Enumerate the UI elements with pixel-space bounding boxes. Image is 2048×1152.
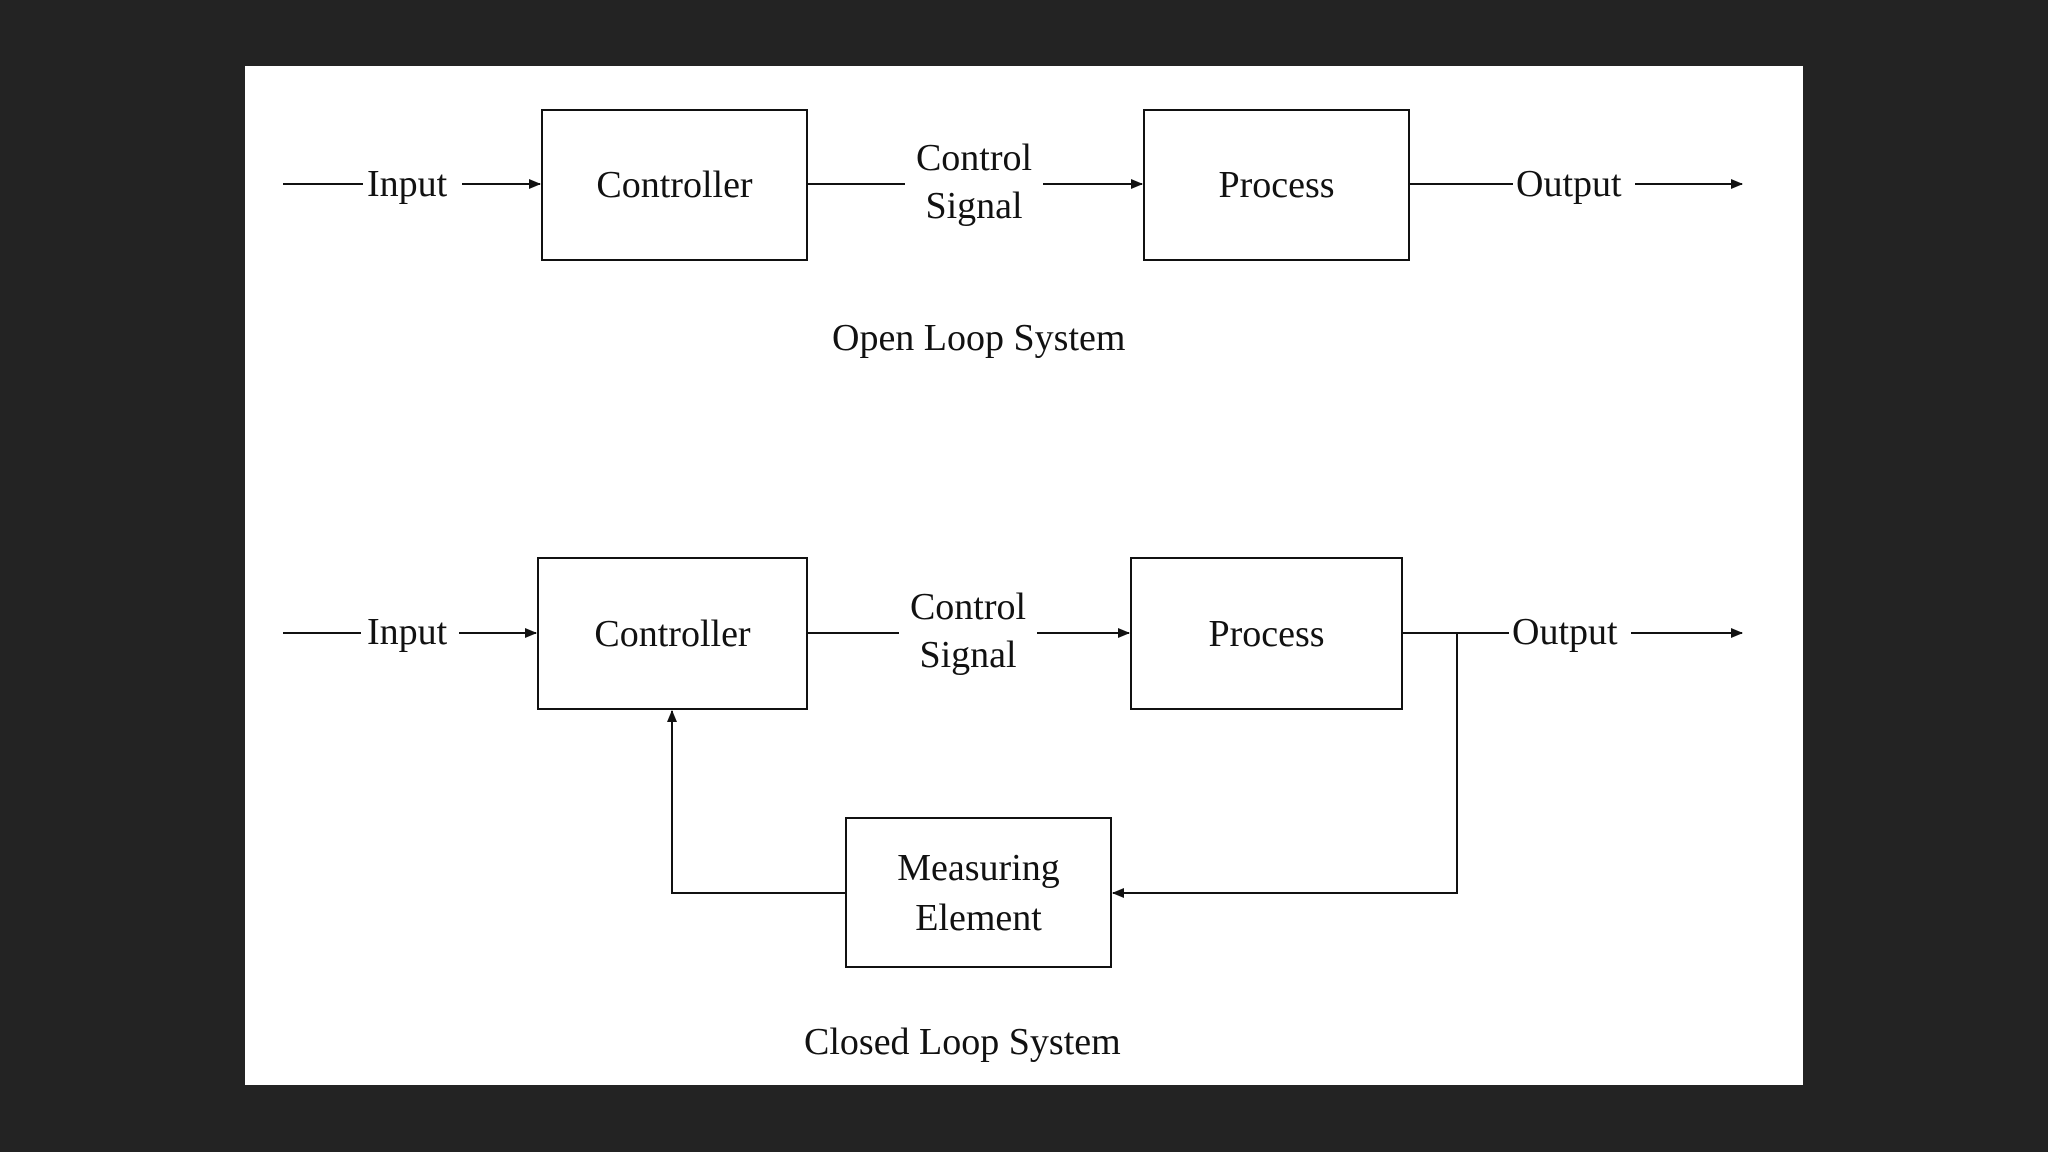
open-control-signal-label: Control Signal [907,134,1041,230]
closed-control-signal-line1: Control [909,586,1027,628]
open-loop-caption: Open Loop System [832,317,1126,359]
closed-controller-label: Controller [594,612,751,655]
closed-control-signal-label: Control Signal [901,583,1035,679]
open-control-signal-line1: Control [915,137,1033,179]
feedback-line-to-measuring [1112,633,1458,898]
measuring-element-line2: Element [915,896,1042,939]
open-control-signal-line2: Signal [925,185,1023,227]
measuring-element-label: Measuring Element [846,818,1111,967]
feedback-line-to-controller [667,710,846,894]
open-controller-label: Controller [596,164,753,206]
closed-output-label: Output [1512,611,1618,653]
open-output-label: Output [1516,163,1622,205]
open-process-label: Process [1218,164,1335,206]
diagram-lines [283,109,1743,968]
measuring-element-line1: Measuring [897,846,1060,889]
closed-loop-caption: Closed Loop System [804,1021,1121,1063]
open-input-label: Input [367,163,448,205]
closed-process-label: Process [1208,612,1325,655]
closed-input-label: Input [367,611,448,653]
diagram-canvas: Input Controller Control Signal Process … [245,66,1803,1085]
closed-control-signal-line2: Signal [919,634,1017,676]
